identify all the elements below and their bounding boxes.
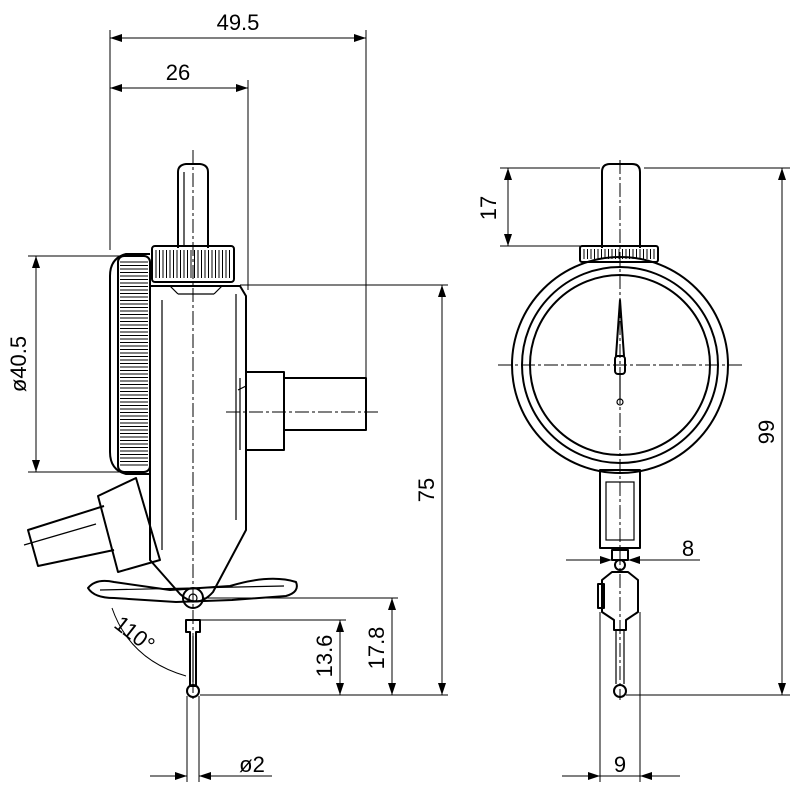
dim-body-thickness: 8 <box>682 536 694 561</box>
front-knurled-collar <box>579 245 659 263</box>
front-dial <box>498 160 744 700</box>
side-angled-clamp <box>23 477 161 573</box>
angle-arc <box>111 607 187 677</box>
dim-probe-ball-diameter: ø2 <box>239 752 265 777</box>
front-view <box>498 160 744 700</box>
dim-body-width: 26 <box>166 60 190 85</box>
dim-angle: 110° <box>110 611 160 658</box>
dial-pointer <box>614 299 626 406</box>
front-neck <box>599 469 641 549</box>
side-lever <box>87 577 298 603</box>
dim-dial-diameter: ø40.5 <box>6 336 31 392</box>
front-probe <box>597 549 639 698</box>
dim-stem-length: 17 <box>476 196 501 220</box>
dim-probe-width: 9 <box>614 752 626 777</box>
dim-overall-width: 49.5 <box>217 10 260 35</box>
dim-overall-height: 99 <box>754 420 779 444</box>
side-plunger <box>237 371 367 451</box>
side-knurled-collar <box>151 245 235 283</box>
dim-pivot-to-tip-low: 13.6 <box>312 635 337 678</box>
dimension-lines <box>28 30 790 782</box>
side-view <box>23 150 378 700</box>
dim-height-to-bezel: 75 <box>414 478 439 502</box>
front-mounting-stem <box>601 163 641 248</box>
side-dial-bezel <box>109 253 151 475</box>
dim-pivot-to-tip-high: 17.8 <box>364 627 389 670</box>
side-body <box>149 285 247 603</box>
